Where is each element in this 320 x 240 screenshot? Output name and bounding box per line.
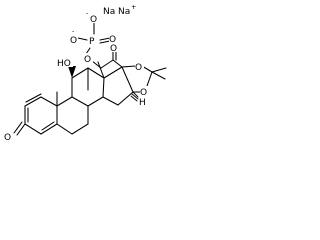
phosphate-double-oxygen: O [109, 35, 116, 45]
hydroxyl-wedge-bond [68, 66, 76, 78]
stereo-bonds [68, 66, 139, 102]
acetonide-oxygen-top: O [135, 63, 142, 73]
hydroxyl-label: HO [57, 59, 71, 69]
phosphorus-label: P [89, 37, 95, 47]
ketone-oxygen-c20: O [110, 44, 117, 54]
sodium-label-2: Na [118, 7, 130, 17]
ring-d [102, 66, 134, 106]
angular-methyls [56, 61, 105, 107]
hydrogen-label: H [139, 98, 146, 108]
phosphate-minus-left: - [72, 27, 75, 35]
sodium-label-1: Na [103, 7, 115, 17]
ester-oxygen: O [84, 55, 91, 65]
ring-c [71, 67, 105, 107]
acetonide-oxygen-bottom: O [140, 88, 147, 98]
phosphate-oxygen-minus-left: O [70, 36, 77, 46]
phosphate-bonds [77, 22, 114, 69]
ring-b [56, 96, 89, 135]
chemical-structure-diagram: Na Na + O - O - P O O O O O HO H O [0, 0, 178, 178]
ring-a [13, 93, 58, 136]
ketone-oxygen-c3: O [4, 133, 11, 143]
molecule-drawing: Na Na + O - O - P O O O O O HO H O [4, 3, 167, 143]
phosphate-oxygen-minus-top: O [90, 15, 97, 25]
phosphate-minus-top: - [86, 9, 89, 17]
atom-labels: Na Na + O - O - P O O O O O HO H O [4, 3, 149, 143]
sodium-charge: + [131, 3, 136, 11]
